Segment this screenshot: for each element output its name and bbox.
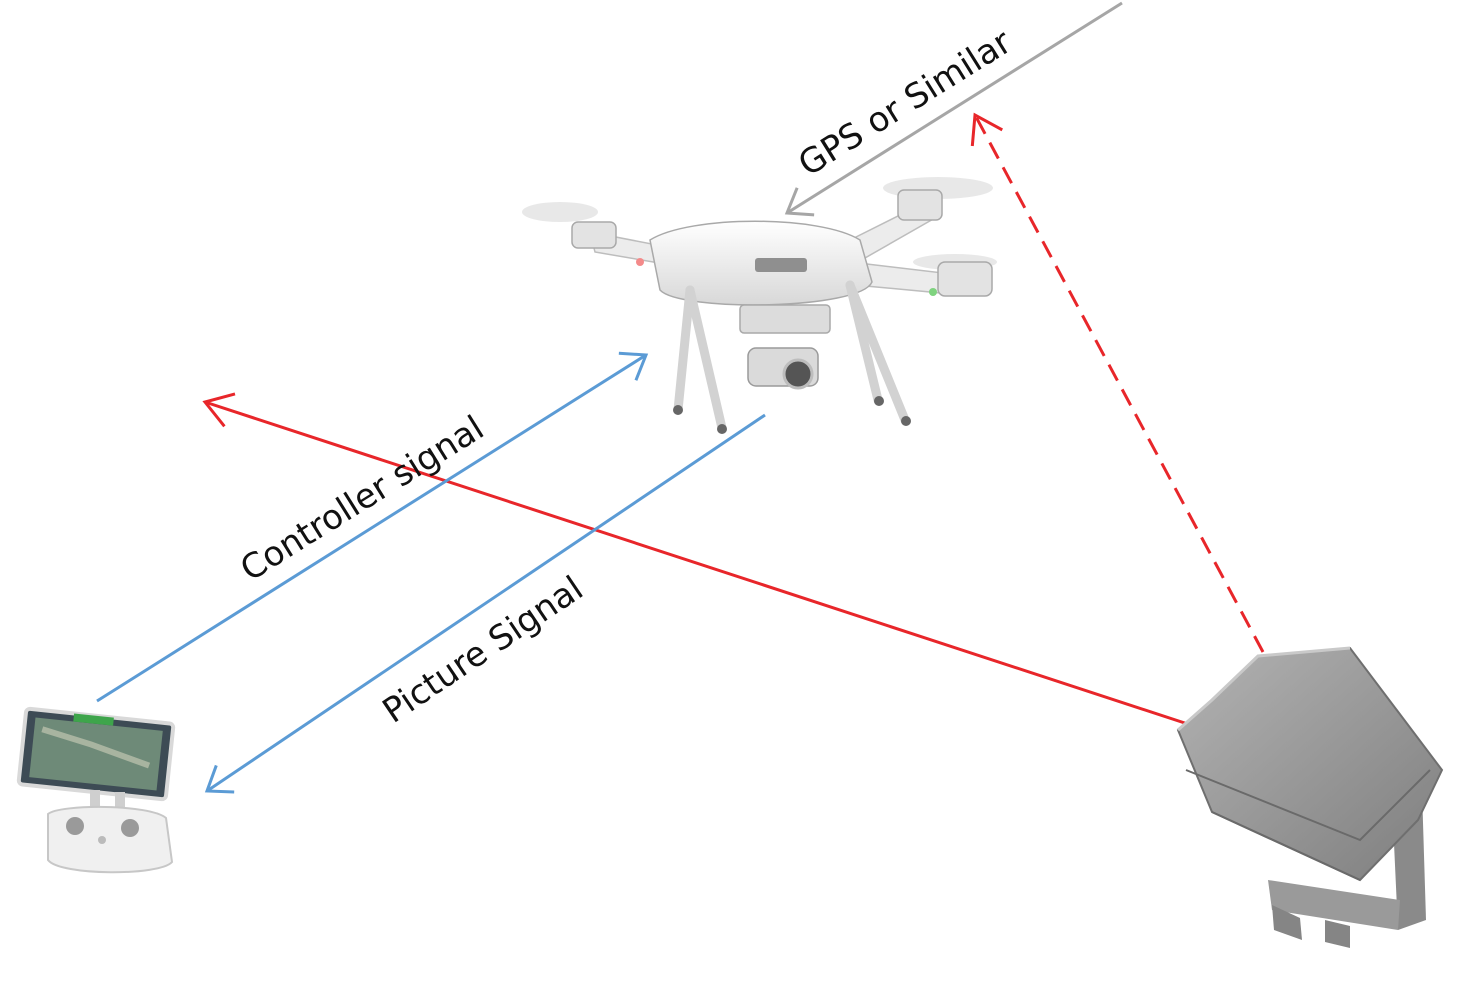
remote-controller-icon — [18, 708, 173, 872]
jamming-arrow-to-controller — [205, 402, 1203, 729]
jamming-arrow-to-gps — [975, 115, 1263, 652]
jammer-device-icon — [1178, 648, 1442, 948]
drone-icon — [522, 177, 997, 434]
controller-signal-label: Controller signal — [234, 408, 491, 590]
gps-label: GPS or Similar — [792, 22, 1019, 185]
controller-signal-arrow — [97, 355, 646, 701]
picture-signal-arrow — [207, 415, 765, 791]
picture-signal-label: Picture Signal — [376, 568, 591, 731]
